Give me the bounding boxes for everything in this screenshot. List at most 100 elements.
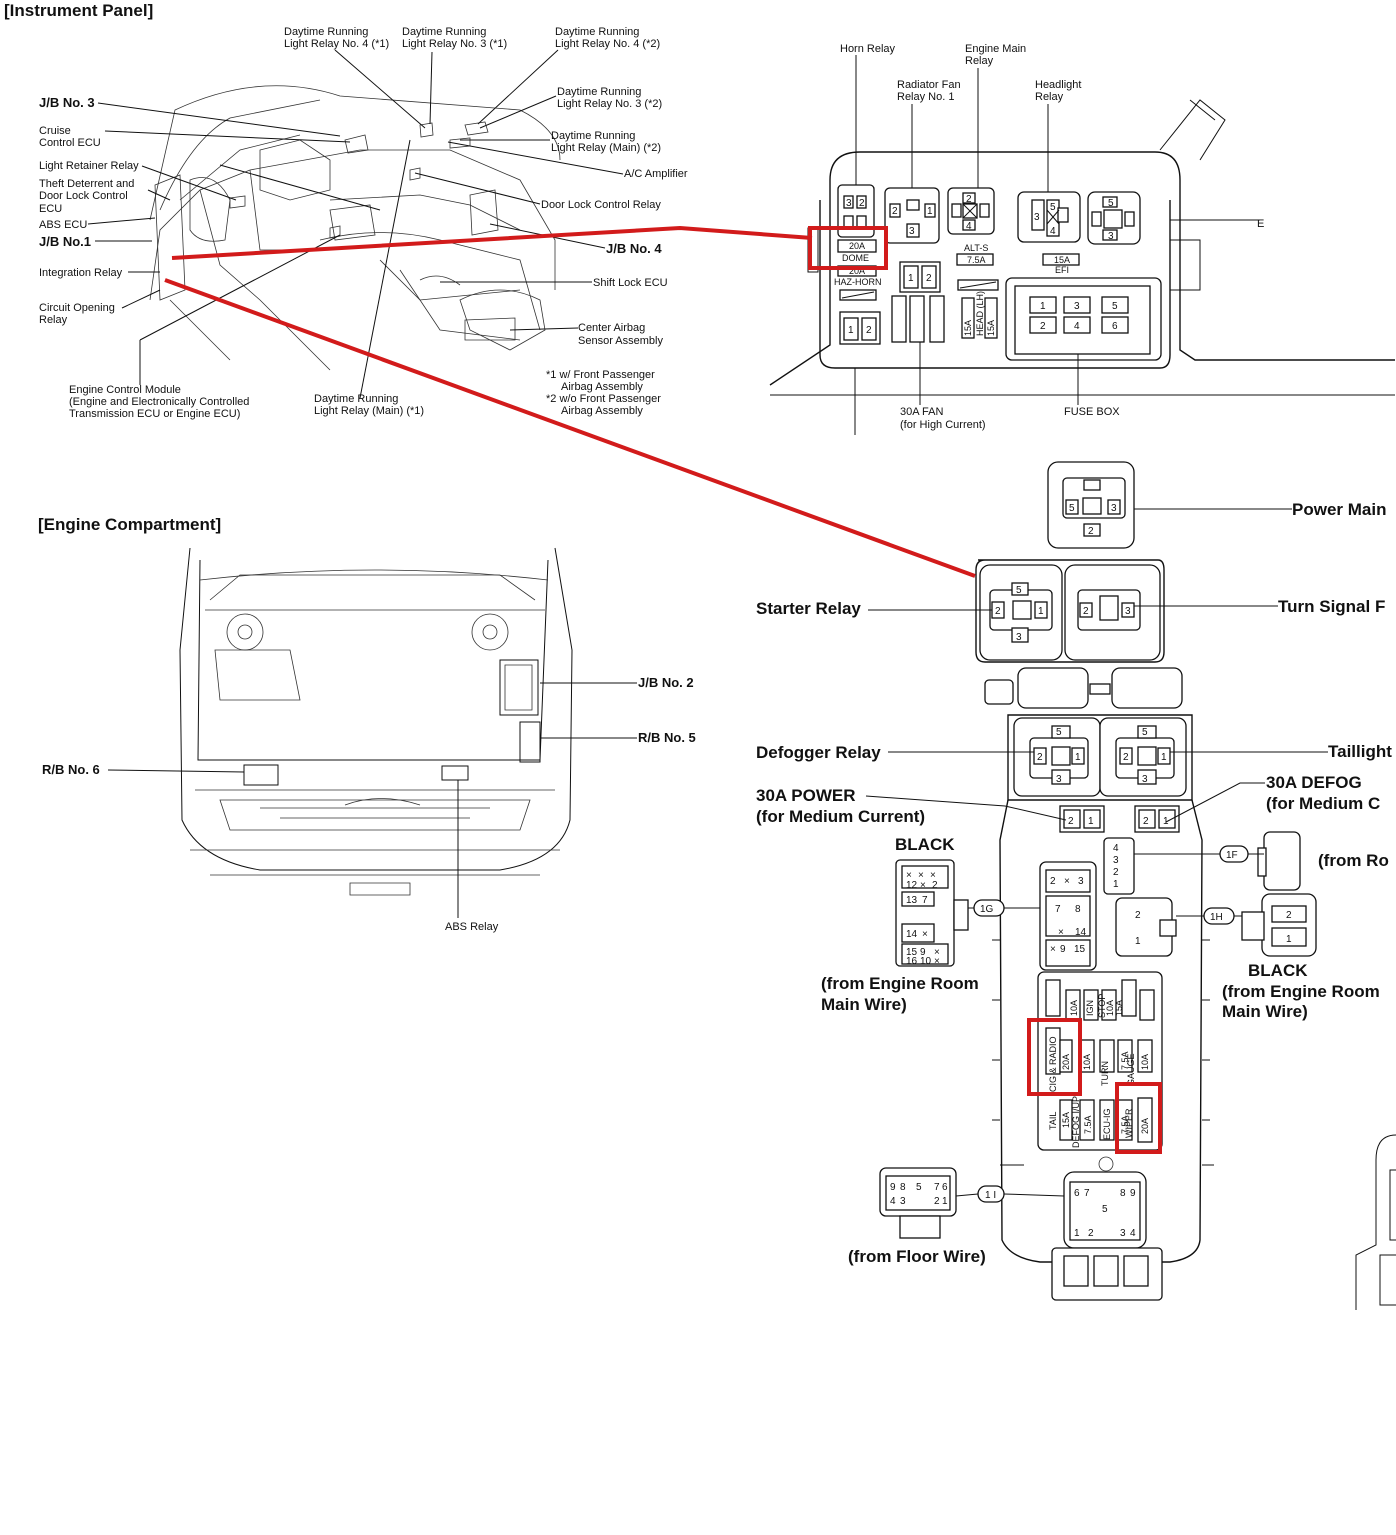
fuse-stop: STOP — [1097, 994, 1107, 1018]
svg-text:4: 4 — [890, 1196, 896, 1207]
fuse-efi-amp: 15A — [1054, 255, 1070, 265]
fuse-wiper: WIPER — [1124, 1108, 1134, 1138]
fuse-gauge: GAUGE — [1126, 1053, 1136, 1086]
fuse-stop-amp: 15A — [1114, 1000, 1124, 1016]
label-from-floor: (from Floor Wire) — [848, 1247, 986, 1266]
fuse-tail-amp: 15A — [1061, 1112, 1071, 1128]
label-radiator-a: Radiator Fan — [897, 79, 961, 91]
footnote-2b: Airbag Assembly — [561, 405, 643, 417]
svg-text:3: 3 — [1113, 855, 1119, 866]
svg-text:1: 1 — [942, 1196, 948, 1207]
footnote-1: *1 w/ Front Passenger — [546, 369, 655, 381]
red-box-cig-radio-fuse — [1027, 1018, 1082, 1096]
label-eng-main-b: Relay — [965, 55, 994, 67]
svg-text:2: 2 — [1068, 816, 1074, 827]
red-box-dome-fuse — [808, 226, 888, 270]
label-drl4-1-a: Daytime Running — [284, 26, 368, 38]
svg-text:×: × — [918, 870, 924, 881]
dashboard-drawing — [149, 85, 561, 371]
svg-text:5: 5 — [1050, 202, 1056, 213]
label-drl3-2-b: Light Relay No. 3 (*2) — [557, 98, 662, 110]
tag-1f: 1F — [1226, 850, 1238, 861]
fuse-turn: TURN — [1100, 1061, 1110, 1086]
label-drl4-2-a: Daytime Running — [555, 26, 639, 38]
fuse-defog-amp: 7.5A — [1083, 1115, 1093, 1134]
fuse-ecu-ig: ECU-IG — [1102, 1109, 1112, 1141]
svg-text:×: × — [934, 947, 940, 958]
svg-text:×: × — [930, 870, 936, 881]
svg-text:2: 2 — [859, 198, 865, 209]
svg-text:14: 14 — [906, 929, 918, 940]
label-circuit-opening-a: Circuit Opening — [39, 302, 115, 314]
svg-text:4: 4 — [1074, 321, 1080, 332]
svg-text:×: × — [1050, 944, 1056, 955]
label-power-main: Power Main — [1292, 500, 1386, 519]
fuse-haz-amp: 20A — [849, 266, 865, 276]
fuse-ign: IGN — [1085, 1000, 1095, 1016]
label-rb5: R/B No. 5 — [638, 730, 696, 745]
svg-text:3: 3 — [1016, 632, 1022, 643]
fuse-ecu-amp: 7.5A — [1120, 1115, 1130, 1134]
label-power30-b: (for Medium Current) — [756, 807, 925, 826]
red-box-wiper-fuse — [1115, 1082, 1162, 1154]
svg-text:6: 6 — [1112, 321, 1118, 332]
label-from-engine-room2-a: (from Engine Room — [1222, 982, 1380, 1001]
label-power30-a: 30A POWER — [756, 786, 856, 805]
svg-text:4: 4 — [966, 221, 972, 232]
label-drlmain-2-a: Daytime Running — [551, 130, 635, 142]
label-theft-b: Door Lock Control — [39, 190, 128, 202]
label-drl4-2-b: Light Relay No. 4 (*2) — [555, 38, 660, 50]
svg-text:1: 1 — [1088, 816, 1094, 827]
label-from-engine-room2-b: Main Wire) — [1222, 1002, 1308, 1021]
svg-text:2: 2 — [1088, 1228, 1094, 1239]
label-drl3-2-a: Daytime Running — [557, 86, 641, 98]
label-drl3-1-b: Light Relay No. 3 (*1) — [402, 38, 507, 50]
label-fusebox: FUSE BOX — [1064, 406, 1120, 418]
fuse-head-lh-label: HEAD (LH) — [975, 291, 985, 336]
svg-text:×: × — [906, 870, 912, 881]
label-drlmain-2-b: Light Relay (Main) (*2) — [551, 142, 661, 154]
svg-text:3: 3 — [1125, 606, 1131, 617]
svg-text:3: 3 — [1108, 231, 1114, 242]
tag-1i: 1 I — [985, 1190, 996, 1201]
fuse-turn-a: 10A — [1082, 1054, 1092, 1070]
svg-text:2: 2 — [966, 194, 972, 205]
svg-text:2: 2 — [1040, 321, 1046, 332]
label-starter-relay: Starter Relay — [756, 599, 861, 618]
svg-text:9: 9 — [1060, 944, 1066, 955]
label-abs-relay: ABS Relay — [445, 921, 499, 933]
label-right-edge: E — [1257, 218, 1264, 230]
label-from-engine-room-b: Main Wire) — [821, 995, 907, 1014]
tag-1g: 1G — [980, 904, 994, 915]
footnote-2: *2 w/o Front Passenger — [546, 393, 661, 405]
label-drlmain-1-a: Daytime Running — [314, 393, 398, 405]
svg-text:2: 2 — [926, 273, 932, 284]
fuse-alts-label: ALT-S — [964, 243, 988, 253]
label-headlight-b: Relay — [1035, 91, 1064, 103]
label-ecm-c: Transmission ECU or Engine ECU) — [69, 408, 240, 420]
label-integration-relay: Integration Relay — [39, 267, 123, 279]
fuse-wiper-amp: 20A — [1140, 1118, 1150, 1134]
svg-text:×: × — [920, 880, 926, 891]
label-headlight-a: Headlight — [1035, 79, 1081, 91]
svg-text:1: 1 — [1074, 1228, 1080, 1239]
svg-text:3: 3 — [1034, 212, 1040, 223]
fuse-gauge-amp: 10A — [1140, 1054, 1150, 1070]
label-light-retainer: Light Retainer Relay — [39, 160, 139, 172]
fuse-10a: 10A — [1105, 1000, 1115, 1016]
svg-text:4: 4 — [1113, 843, 1119, 854]
red-connector-line-top — [171, 225, 813, 260]
svg-text:1: 1 — [848, 325, 854, 336]
svg-text:2: 2 — [1037, 752, 1043, 763]
svg-text:5: 5 — [1069, 503, 1075, 514]
svg-text:2: 2 — [1088, 526, 1094, 537]
label-drl4-1-b: Light Relay No. 4 (*1) — [284, 38, 389, 50]
label-cruise-a: Cruise — [39, 125, 71, 137]
svg-text:4: 4 — [1130, 1228, 1136, 1239]
svg-text:2: 2 — [1135, 910, 1141, 921]
svg-text:1: 1 — [908, 273, 914, 284]
ip-leader-lines — [87, 49, 624, 399]
connector-tags: 1F 1G 1H 1 I — [973, 845, 1249, 1203]
svg-text:9: 9 — [1130, 1188, 1136, 1199]
label-from-engine-room-a: (from Engine Room — [821, 974, 979, 993]
